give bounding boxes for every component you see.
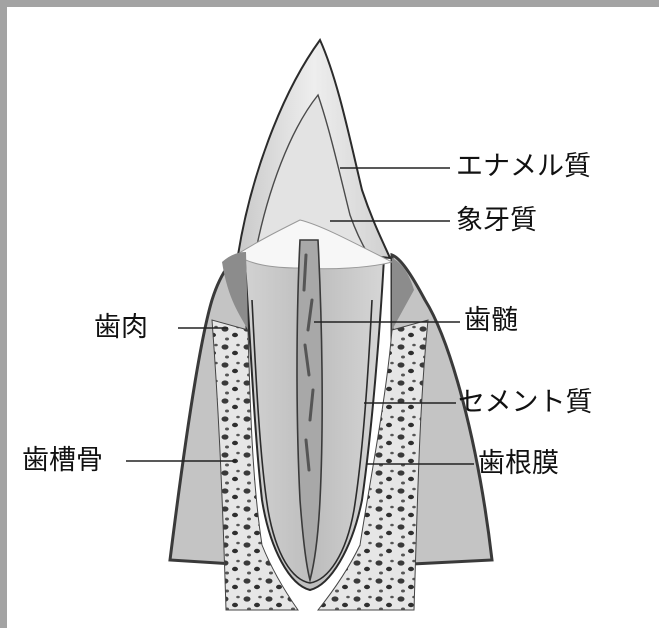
label-alveolar-bone: 歯槽骨 [22,446,103,476]
label-enamel: エナメル質 [456,152,591,182]
label-periodontal-ligament: 歯根膜 [478,449,559,479]
label-gingiva: 歯肉 [94,313,148,343]
label-pulp: 歯髄 [464,306,518,336]
label-dentin: 象牙質 [456,206,537,236]
label-cementum: セメント質 [458,388,592,418]
